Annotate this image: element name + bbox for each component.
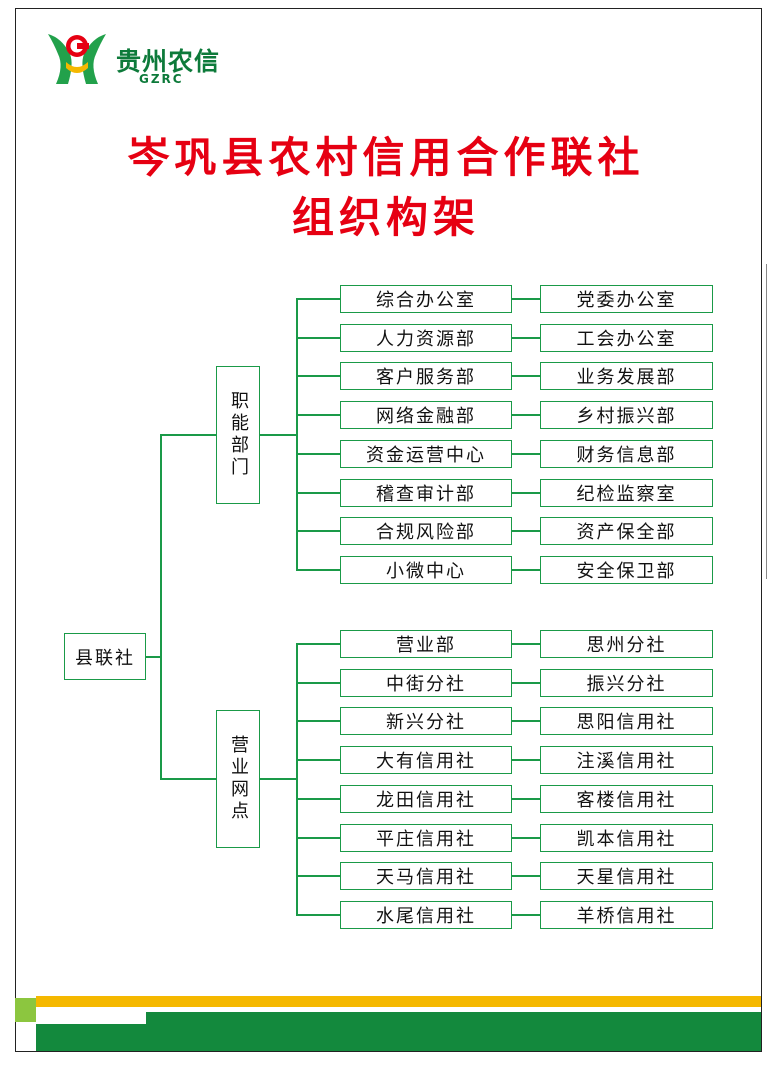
function-department-node: 业务发展部 (540, 362, 713, 391)
trunk-to-outlets (160, 778, 216, 780)
function-department-row-connector (296, 375, 340, 378)
root-trunk (160, 435, 162, 779)
business-outlet-spine (296, 643, 298, 916)
root-node: 县联社 (64, 633, 146, 680)
business-outlet-pair-connector (512, 759, 540, 762)
business-outlet-row-connector (296, 797, 340, 800)
function-department-node: 网络金融部 (340, 401, 512, 430)
function-department-pair-connector (512, 298, 540, 300)
function-department-pair-connector (512, 336, 540, 339)
business-outlet-node: 思阳信用社 (540, 707, 713, 736)
business-outlet-pair-connector (512, 913, 540, 916)
function-department-node: 稽查审计部 (340, 478, 512, 507)
footer-band-green (36, 1024, 761, 1051)
brand-abbreviation: GZRC (139, 72, 184, 86)
function-department-pair-connector (512, 568, 540, 571)
function-connector (260, 434, 296, 436)
business-outlet-pair-connector (512, 797, 540, 800)
function-department-node: 资产保全部 (540, 517, 713, 546)
function-department-node: 合规风险部 (340, 517, 512, 546)
function-department-row-connector (296, 452, 340, 455)
outlets-connector (260, 778, 296, 780)
business-outlet-node: 振兴分社 (540, 668, 713, 697)
business-outlet-row-connector (296, 681, 340, 684)
edge-divider (766, 264, 767, 579)
business-outlet-node: 龙田信用社 (340, 784, 512, 813)
business-outlet-pair-connector (512, 643, 540, 645)
business-outlet-pair-connector (512, 875, 540, 878)
business-outlet-row-connector (296, 836, 340, 839)
function-department-node: 资金运营中心 (340, 439, 512, 468)
function-department-spine (296, 298, 298, 571)
function-department-node: 综合办公室 (340, 285, 512, 313)
function-department-row-connector (296, 336, 340, 339)
function-department-node: 客户服务部 (340, 362, 512, 391)
footer-band-green-step (146, 1012, 761, 1026)
gzrc-logo-icon (48, 34, 106, 84)
business-outlet-pair-connector (512, 681, 540, 684)
function-department-pair-connector (512, 530, 540, 533)
function-department-node: 财务信息部 (540, 439, 713, 468)
function-department-node: 党委办公室 (540, 285, 713, 313)
business-outlet-node: 凯本信用社 (540, 823, 713, 852)
branch-function-departments: 职能部门 (216, 366, 260, 504)
function-department-pair-connector (512, 491, 540, 494)
footer-band-yellow (36, 996, 761, 1007)
business-outlet-node: 天星信用社 (540, 862, 713, 891)
business-outlet-row-connector (296, 913, 340, 916)
business-outlet-pair-connector (512, 836, 540, 839)
business-outlet-row-connector (296, 643, 340, 645)
business-outlet-node: 客楼信用社 (540, 784, 713, 813)
function-department-pair-connector (512, 452, 540, 455)
business-outlet-node: 中街分社 (340, 668, 512, 697)
business-outlet-node: 注溪信用社 (540, 746, 713, 775)
function-department-row-connector (296, 530, 340, 533)
function-department-node: 安全保卫部 (540, 555, 713, 584)
function-department-node: 乡村振兴部 (540, 401, 713, 430)
function-department-row-connector (296, 568, 340, 571)
function-department-node: 小微中心 (340, 555, 512, 584)
function-department-pair-connector (512, 375, 540, 378)
function-department-node: 纪检监察室 (540, 478, 713, 507)
function-department-node: 人力资源部 (340, 323, 512, 352)
business-outlet-row-connector (296, 720, 340, 723)
page-title: 岑巩县农村信用合作联社 (127, 133, 645, 182)
business-outlet-node: 水尾信用社 (340, 900, 512, 929)
business-outlet-row-connector (296, 875, 340, 878)
page-subtitle: 组织构架 (291, 193, 480, 242)
business-outlet-node: 天马信用社 (340, 862, 512, 891)
business-outlet-row-connector (296, 759, 340, 762)
function-department-row-connector (296, 491, 340, 494)
function-department-node: 工会办公室 (540, 323, 713, 352)
business-outlet-node: 平庄信用社 (340, 823, 512, 852)
footer-band-lime (15, 998, 36, 1022)
business-outlet-node: 新兴分社 (340, 707, 512, 736)
brand-name: 贵州农信 (116, 47, 221, 76)
poster-frame (15, 8, 762, 1052)
business-outlet-node: 羊桥信用社 (540, 900, 713, 929)
root-connector (146, 656, 160, 658)
function-department-row-connector (296, 298, 340, 300)
branch-business-outlets: 营业网点 (216, 710, 260, 848)
business-outlet-node: 思州分社 (540, 630, 713, 658)
business-outlet-node: 大有信用社 (340, 746, 512, 775)
business-outlet-node: 营业部 (340, 630, 512, 658)
function-department-pair-connector (512, 414, 540, 417)
business-outlet-pair-connector (512, 720, 540, 723)
function-department-row-connector (296, 414, 340, 417)
trunk-to-function (160, 434, 216, 436)
